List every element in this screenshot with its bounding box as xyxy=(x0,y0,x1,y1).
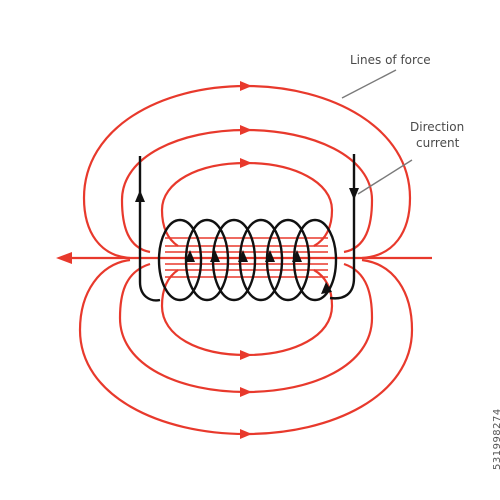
lead-wire-left xyxy=(138,156,161,302)
current-arrows xyxy=(135,188,359,294)
coil-turn-1 xyxy=(157,218,203,302)
current-arrow-turn-5 xyxy=(292,250,302,262)
direction-current-leader xyxy=(357,159,413,195)
field-loop-top-inner xyxy=(160,161,334,247)
top-inner-arrow xyxy=(240,158,252,168)
current-arrow-turn-1 xyxy=(185,250,195,262)
stock-id: 531998274 xyxy=(492,408,500,470)
bottom-outer-arrow xyxy=(240,429,252,439)
lead-wire-right xyxy=(329,154,356,300)
current-arrow-right-lead xyxy=(349,188,359,200)
coil-turn-3 xyxy=(211,218,257,302)
stock-id-strip: 531998274 xyxy=(474,372,500,500)
current-arrow-turn-3 xyxy=(238,250,248,262)
leader-lines xyxy=(341,69,413,195)
lines-of-force-leader xyxy=(341,69,397,99)
field-loop-bottom-middle xyxy=(118,262,374,394)
direction-label: Direction xyxy=(410,120,464,134)
top-outer-arrow xyxy=(240,81,252,91)
field-loop-top-middle xyxy=(120,128,374,254)
bottom-inner-arrow xyxy=(240,350,252,360)
current-arrow-left-lead xyxy=(135,190,145,202)
lines-of-force-label: Lines of force xyxy=(350,53,431,67)
current-arrow-turn-6 xyxy=(321,282,332,294)
top-middle-arrow xyxy=(240,125,252,135)
current-arrow-turn-2 xyxy=(210,250,220,262)
bottom-middle-arrow xyxy=(240,387,252,397)
axis-arrow-left xyxy=(56,252,72,264)
current-arrow-turn-4 xyxy=(265,250,275,262)
current-label: current xyxy=(416,136,460,150)
solenoid-coil xyxy=(138,154,356,302)
field-arrows xyxy=(56,81,252,439)
